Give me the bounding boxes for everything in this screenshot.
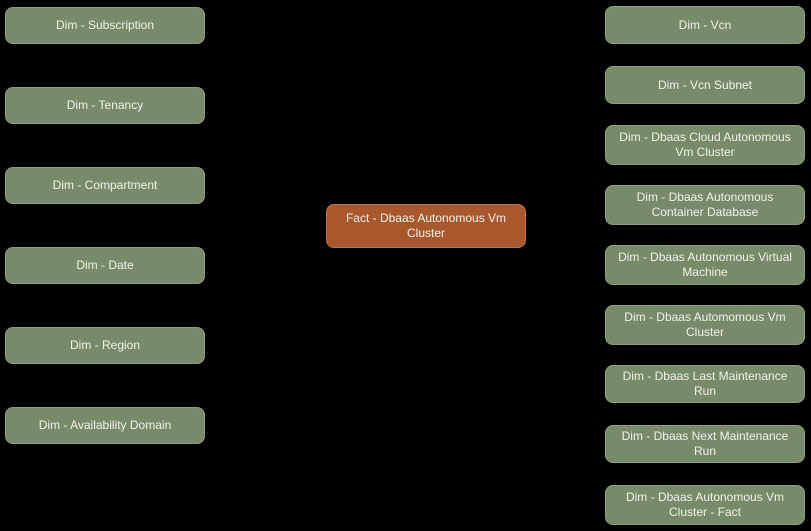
node-fact-dbaas-autonomous-vm-cluster[interactable]: Fact - Dbaas Autonomous Vm Cluster <box>326 204 526 248</box>
node-dim-vcn[interactable]: Dim - Vcn <box>605 6 805 44</box>
node-dim-date[interactable]: Dim - Date <box>5 247 205 284</box>
node-dim-subscription[interactable]: Dim - Subscription <box>5 7 205 44</box>
node-dim-compartment[interactable]: Dim - Compartment <box>5 167 205 204</box>
node-dim-availability-domain[interactable]: Dim - Availability Domain <box>5 407 205 444</box>
node-dim-tenancy[interactable]: Dim - Tenancy <box>5 87 205 124</box>
node-dim-dbaas-autonomous-vm-cluster-fact[interactable]: Dim - Dbaas Autonomous Vm Cluster - Fact <box>605 485 805 525</box>
node-dim-dbaas-next-maintenance-run[interactable]: Dim - Dbaas Next Maintenance Run <box>605 425 805 463</box>
node-dim-dbaas-automomous-vm-cluster[interactable]: Dim - Dbaas Automomous Vm Cluster <box>605 305 805 345</box>
node-dim-dbaas-last-maintenance-run[interactable]: Dim - Dbaas Last Maintenance Run <box>605 365 805 403</box>
node-dim-dbaas-autonomous-container-database[interactable]: Dim - Dbaas Autonomous Container Databas… <box>605 185 805 225</box>
node-dim-region[interactable]: Dim - Region <box>5 327 205 364</box>
node-dim-dbaas-cloud-autonomous-vm-cluster[interactable]: Dim - Dbaas Cloud Autonomous Vm Cluster <box>605 125 805 165</box>
node-dim-dbaas-autonomous-virtual-machine[interactable]: Dim - Dbaas Autonomous Virtual Machine <box>605 245 805 285</box>
node-dim-vcn-subnet[interactable]: Dim - Vcn Subnet <box>605 66 805 104</box>
